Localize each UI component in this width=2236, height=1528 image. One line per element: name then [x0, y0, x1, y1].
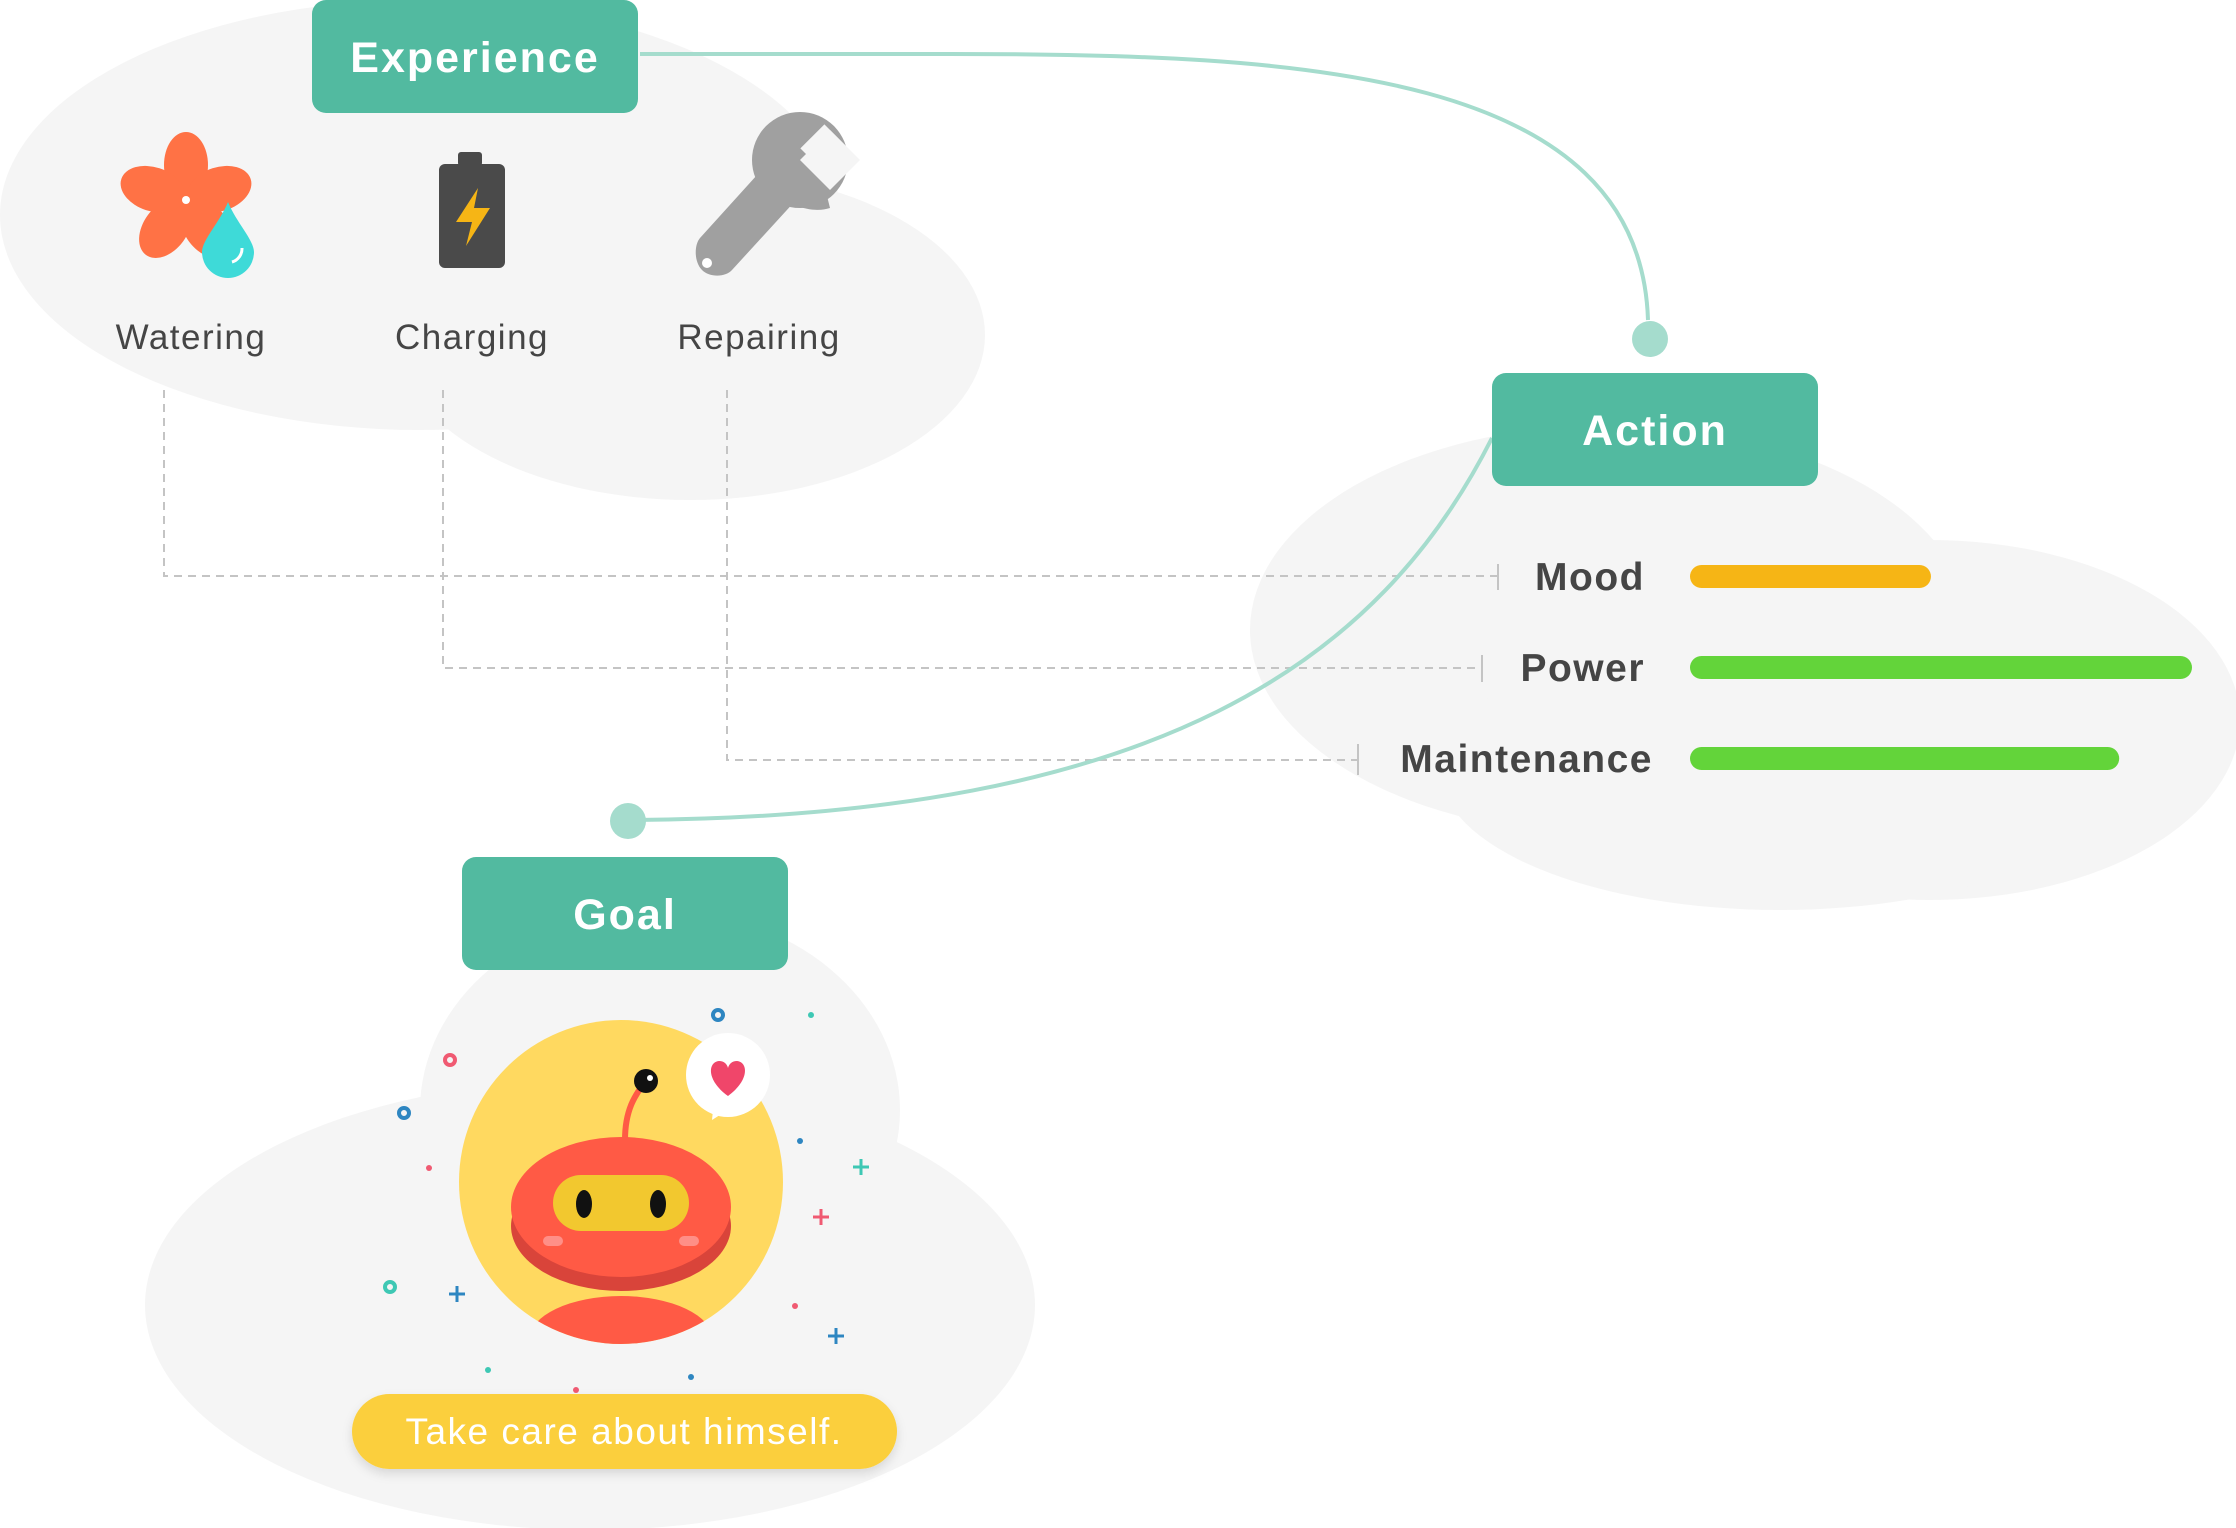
mood-meter-bar	[1690, 565, 1931, 588]
goal-node[interactable]: Goal	[462, 857, 788, 970]
confetti-decoration	[383, 1008, 869, 1393]
repairing-to-maintenance-connector	[726, 390, 1358, 761]
maintenance-meter-bar	[1690, 747, 2120, 770]
action-connector-dot	[1632, 321, 1668, 357]
battery-charging-icon	[439, 152, 505, 268]
goal-caption: Take care about himself.	[405, 1411, 842, 1452]
action-cloud	[1250, 425, 2236, 910]
goal-caption-pill	[352, 1394, 897, 1469]
action-to-goal-curve	[627, 437, 1494, 822]
experience-item-charging-label: Charging	[395, 318, 549, 357]
action-node[interactable]: Action	[1492, 373, 1818, 486]
charging-to-power-connector	[442, 390, 1482, 669]
action-title: Action	[1582, 407, 1728, 455]
dashed-connectors	[163, 390, 1498, 761]
experience-item-repairing-label: Repairing	[677, 318, 840, 357]
experience-to-action-curve	[640, 52, 1650, 321]
power-meter-bar	[1690, 656, 2192, 679]
meter-label-mood: Mood	[1535, 556, 1645, 599]
meter-label-power: Power	[1520, 647, 1645, 690]
experience-title: Experience	[350, 34, 599, 82]
watering-to-mood-connector	[163, 390, 1498, 577]
experience-node[interactable]: Experience	[312, 0, 638, 113]
experience-item-watering-label: Watering	[116, 318, 267, 357]
wrench-icon	[695, 112, 860, 276]
robot-heart-icon	[459, 1020, 783, 1344]
meter-label-maintenance: Maintenance	[1400, 738, 1653, 781]
flower-water-drop-icon	[120, 132, 254, 278]
goal-title: Goal	[573, 891, 677, 939]
goal-connector-dot	[610, 803, 646, 839]
